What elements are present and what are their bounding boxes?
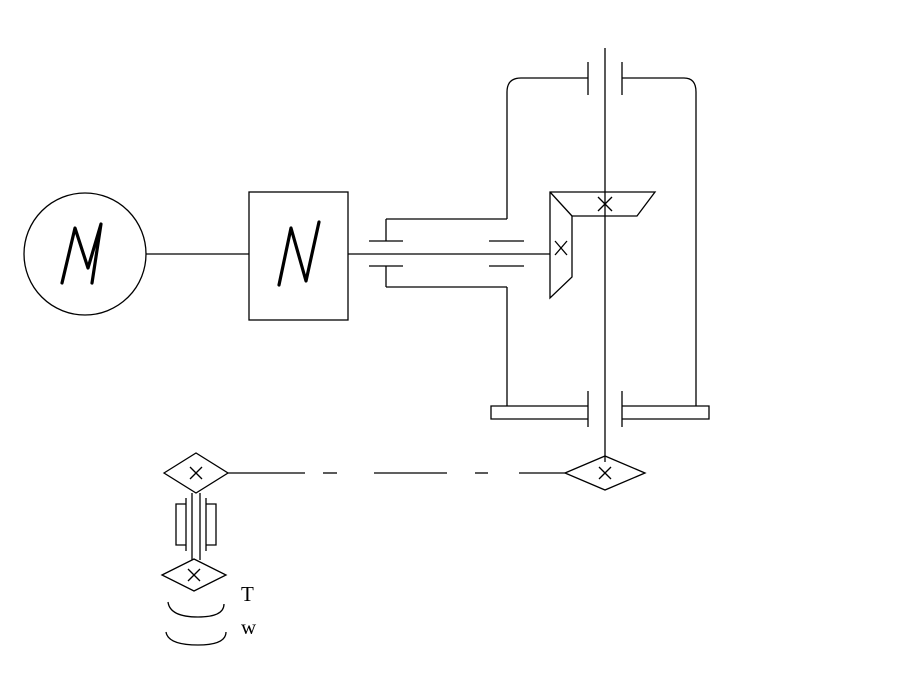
output-pulley [160,558,228,592]
lower-disc [490,391,710,427]
speed-arc-icon [165,631,227,646]
torque-arc-icon [167,601,225,618]
sprocket-right [563,455,647,491]
sleeve [369,218,524,288]
variator-box [248,191,349,321]
torque-label: T [241,582,254,606]
variator: N [248,191,349,321]
output-shaft [175,493,217,560]
motor-letter-glyph [60,222,103,285]
motor: M [23,192,147,316]
carrier-frame [506,62,697,406]
speed-label: w [241,615,257,639]
bevel-gear-pair [549,191,657,300]
variator-letter-glyph [277,220,321,287]
sprocket-left [162,452,230,494]
